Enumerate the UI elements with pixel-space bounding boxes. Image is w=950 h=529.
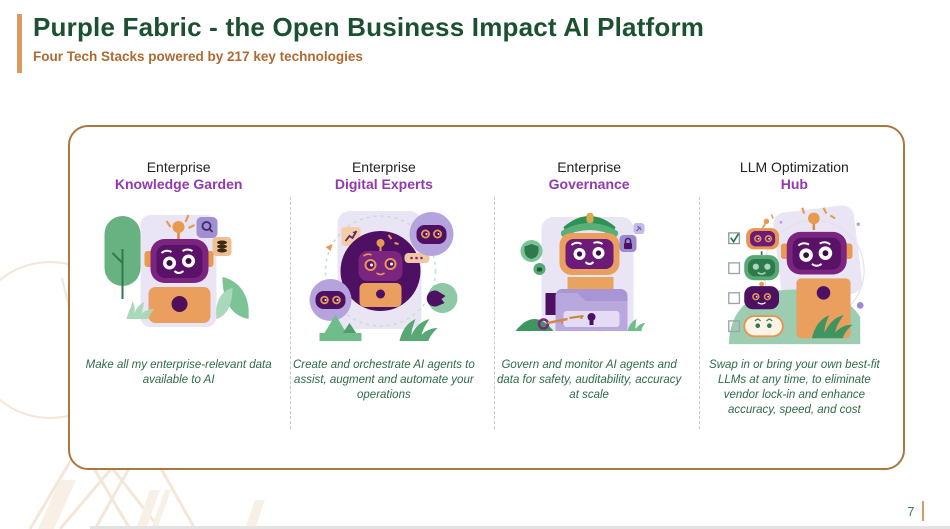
- footer-accent-bar: [921, 501, 924, 521]
- grass-icon: [126, 300, 155, 319]
- grass-icon: [399, 318, 438, 341]
- mountain-icon: [319, 314, 362, 341]
- speech-bubble-icon: [404, 252, 430, 263]
- bush-icon: [216, 276, 249, 319]
- title-accent-bar: [17, 14, 22, 73]
- checkbox-icon: [727, 291, 740, 304]
- dot: [856, 222, 860, 226]
- checkbox-icon: [727, 261, 740, 274]
- llm-robot-outline-icon: [743, 314, 784, 337]
- stack-caption: Swap in or bring your own best-fit LLMs …: [709, 358, 880, 417]
- stack-title: Enterprise Digital Experts: [335, 159, 433, 193]
- stack-title-line1: Enterprise: [351, 159, 416, 175]
- robot-icon: [358, 233, 403, 307]
- stack-knowledge-garden: Enterprise Knowledge Garden: [76, 159, 281, 458]
- llm-robot-orange-icon: [746, 213, 779, 249]
- dot: [856, 301, 864, 309]
- database-chip-icon: [212, 236, 232, 256]
- column-divider: [699, 197, 700, 429]
- stack-llm-optimization-hub: LLM Optimization Hub: [692, 159, 897, 458]
- main-robot-icon: [780, 206, 853, 338]
- stack-title: LLM Optimization Hub: [740, 159, 849, 193]
- bottom-edge-strip: [90, 526, 950, 529]
- orbit-circle: [325, 214, 437, 327]
- search-chip-icon: [196, 216, 218, 238]
- stack-title: Enterprise Knowledge Garden: [115, 159, 243, 193]
- grass-icon: [627, 318, 646, 331]
- stack-columns: Enterprise Knowledge Garden: [70, 127, 903, 468]
- stack-caption: Govern and monitor AI agents and data fo…: [496, 358, 682, 401]
- person-bubble-icon: [427, 282, 458, 313]
- stack-digital-experts: Enterprise Digital Experts: [281, 159, 486, 458]
- stack-title-line1: Enterprise: [146, 159, 211, 175]
- stack-caption: Make all my enterprise-relevant data ava…: [85, 358, 272, 386]
- shield-badge-icon: [520, 239, 546, 275]
- knowledge-garden-illustration: [104, 214, 249, 327]
- stack-title-line1: Enterprise: [557, 159, 622, 175]
- digital-experts-illustration: [309, 210, 458, 341]
- column-divider: [494, 197, 495, 429]
- stack-caption: Create and orchestrate AI agents to assi…: [292, 358, 475, 401]
- stack-title-line2: Digital Experts: [334, 175, 433, 192]
- page-footer: 7: [907, 501, 924, 521]
- slide-header: Purple Fabric - the Open Business Impact…: [17, 12, 705, 73]
- dot: [779, 220, 783, 224]
- tree-icon: [104, 215, 141, 299]
- agent-bubble-icon: [309, 278, 352, 321]
- checkbox-checked-icon: [727, 231, 740, 244]
- llm-robot-purple-icon: [744, 281, 779, 309]
- locked-folder-icon: [555, 288, 628, 331]
- stack-governance: Enterprise Governance: [487, 159, 692, 458]
- stack-title: Enterprise Governance: [549, 159, 630, 193]
- slide-subtitle: Four Tech Stacks powered by 217 key tech…: [33, 49, 363, 64]
- police-cap-icon: [560, 212, 618, 237]
- governance-illustration: [515, 212, 646, 331]
- stack-title-line2: Knowledge Garden: [114, 175, 243, 192]
- agent-bubble-icon: [409, 211, 454, 256]
- lock-chip-icon: [619, 222, 645, 252]
- llm-robot-green-icon: [744, 250, 779, 280]
- column-divider: [290, 197, 291, 429]
- tech-stacks-card: Enterprise Knowledge Garden: [68, 125, 905, 470]
- stack-title-line1: LLM Optimization: [739, 159, 849, 175]
- stack-title-line2: Governance: [548, 175, 630, 192]
- page-number: 7: [907, 503, 915, 519]
- slide-title: Purple Fabric - the Open Business Impact…: [33, 12, 705, 42]
- key-on-mound-icon: [515, 317, 568, 331]
- orbit-arrow-icon: [325, 243, 333, 251]
- checkbox-icon: [727, 319, 740, 332]
- stack-title-line2: Hub: [780, 175, 808, 192]
- robot-icon: [559, 232, 620, 293]
- grass-icon: [811, 314, 853, 338]
- llm-hub-illustration: [727, 205, 865, 344]
- watermark-slashes: [38, 480, 265, 529]
- robot-icon: [144, 214, 214, 323]
